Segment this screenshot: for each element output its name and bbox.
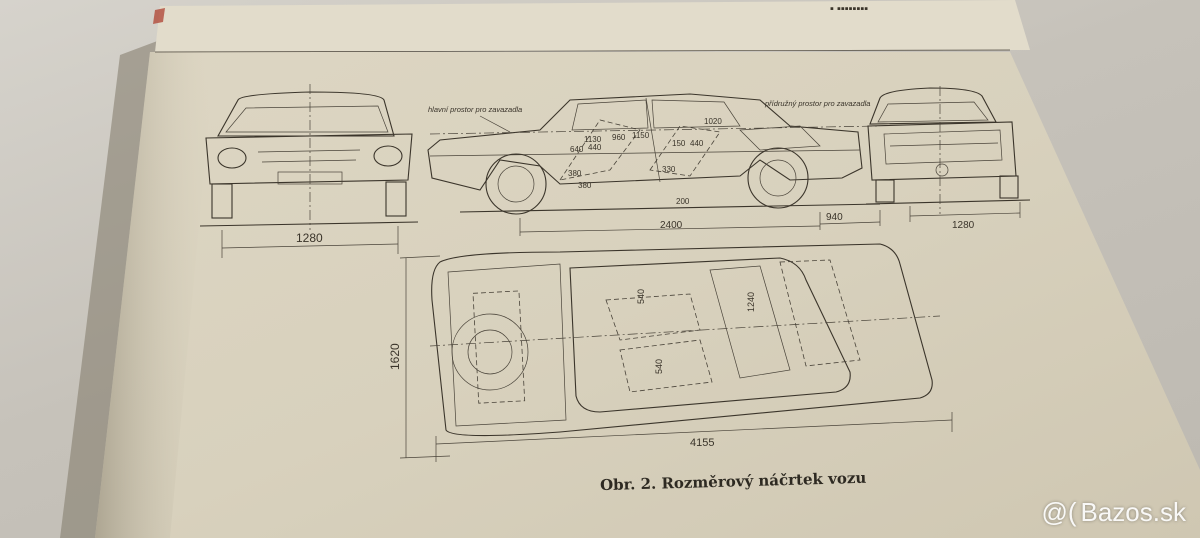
seat-dim-440-b: 440 xyxy=(690,139,704,148)
red-bookmark xyxy=(153,8,165,24)
seat-dim-440: 440 xyxy=(588,143,602,152)
seat-dim-150: 150 xyxy=(672,139,686,148)
top-page-edge xyxy=(155,0,1030,52)
rear-view: 1280 xyxy=(865,86,1031,231)
front-width-dim: 1280 xyxy=(296,231,323,245)
watermark-text: Bazos.sk xyxy=(1080,497,1187,527)
gutter-shade xyxy=(95,52,215,538)
rear-width-dim: 1280 xyxy=(952,220,975,231)
seat-dim-1130: 1130 xyxy=(584,135,602,144)
seat-dim-960: 960 xyxy=(612,133,626,142)
seat-dim-380: 380 xyxy=(568,169,582,178)
interior-width-dim: 1240 xyxy=(746,292,756,312)
seat-dim-640: 640 xyxy=(570,145,584,154)
main-trunk-label: hlavní prostor pro zavazadla xyxy=(428,105,522,114)
side-view: 2400 940 hlavní prostor pro zavazadla př… xyxy=(427,93,881,236)
bazos-logo-icon: @( xyxy=(1041,497,1077,527)
seat-dim-1020: 1020 xyxy=(704,117,722,126)
seat-dim-200: 200 xyxy=(676,197,690,206)
aux-trunk-label: přídružný prostor pro zavazadla xyxy=(764,99,870,108)
front-view: 1280 xyxy=(199,84,419,258)
seat-dim-330: 330 xyxy=(662,165,676,174)
top-length-dim: 4155 xyxy=(690,437,714,449)
top-view: 1620 4155 540 540 1240 xyxy=(388,243,953,462)
top-width-dim: 1620 xyxy=(388,343,402,370)
overhang-dim: 940 xyxy=(826,212,843,223)
wheelbase-dim: 2400 xyxy=(660,220,683,231)
seat-dim-1150: 1150 xyxy=(632,131,650,140)
rear-seat-width-dim: 540 xyxy=(654,359,664,374)
paper-page xyxy=(95,52,1200,538)
top-page-text: ▪ ▪▪▪▪▪▪▪▪ xyxy=(830,3,868,15)
front-seat-width-dim: 540 xyxy=(636,289,646,304)
watermark: @( Bazos.sk xyxy=(1041,497,1186,528)
seat-dim-380-b: 380 xyxy=(578,181,592,190)
